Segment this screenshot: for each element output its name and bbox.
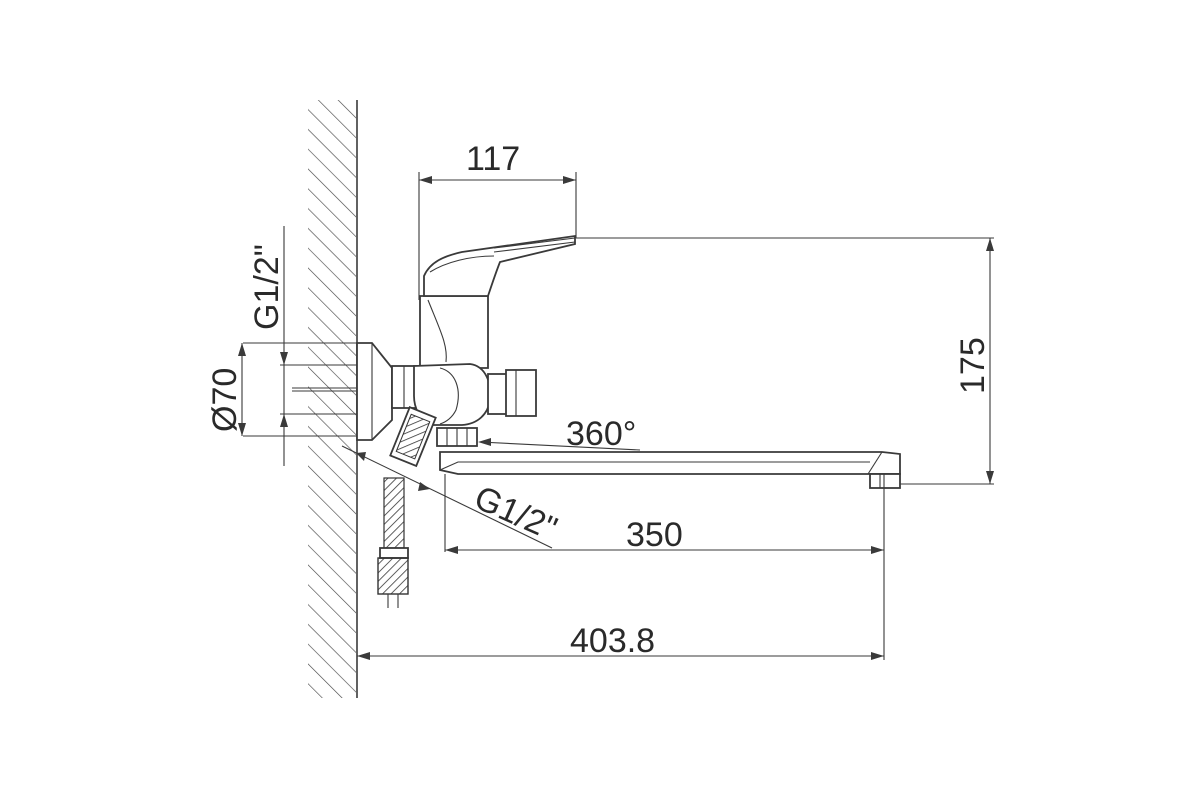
spout — [439, 451, 901, 660]
wall-flange — [243, 342, 417, 441]
flange-diameter-label: Ø70 — [206, 368, 244, 432]
wall — [308, 100, 358, 698]
total-length-label: 403.8 — [570, 622, 655, 660]
hose-thread-label: G1/2" — [469, 479, 563, 549]
total-length-dimension: 403.8 — [357, 622, 884, 660]
wall-thread-label: G1/2" — [248, 244, 286, 330]
spout-length-dimension: 350 — [445, 516, 884, 554]
spout-length-label: 350 — [626, 516, 683, 554]
wall-thread-dimension: G1/2" — [248, 226, 288, 466]
height-dimension: 175 — [576, 237, 994, 485]
rotation-label: 360° — [566, 415, 636, 453]
rotation-callout: 360° — [478, 415, 641, 453]
wall-hatch — [308, 100, 356, 698]
handle-width-dimension: 117 — [418, 140, 577, 300]
mixer-body — [413, 295, 537, 447]
lever-handle — [423, 234, 576, 297]
handle-width-label: 117 — [466, 140, 520, 178]
height-label: 175 — [954, 337, 992, 394]
hose-connector — [377, 406, 437, 608]
flange-diameter-dimension: Ø70 — [206, 343, 246, 436]
